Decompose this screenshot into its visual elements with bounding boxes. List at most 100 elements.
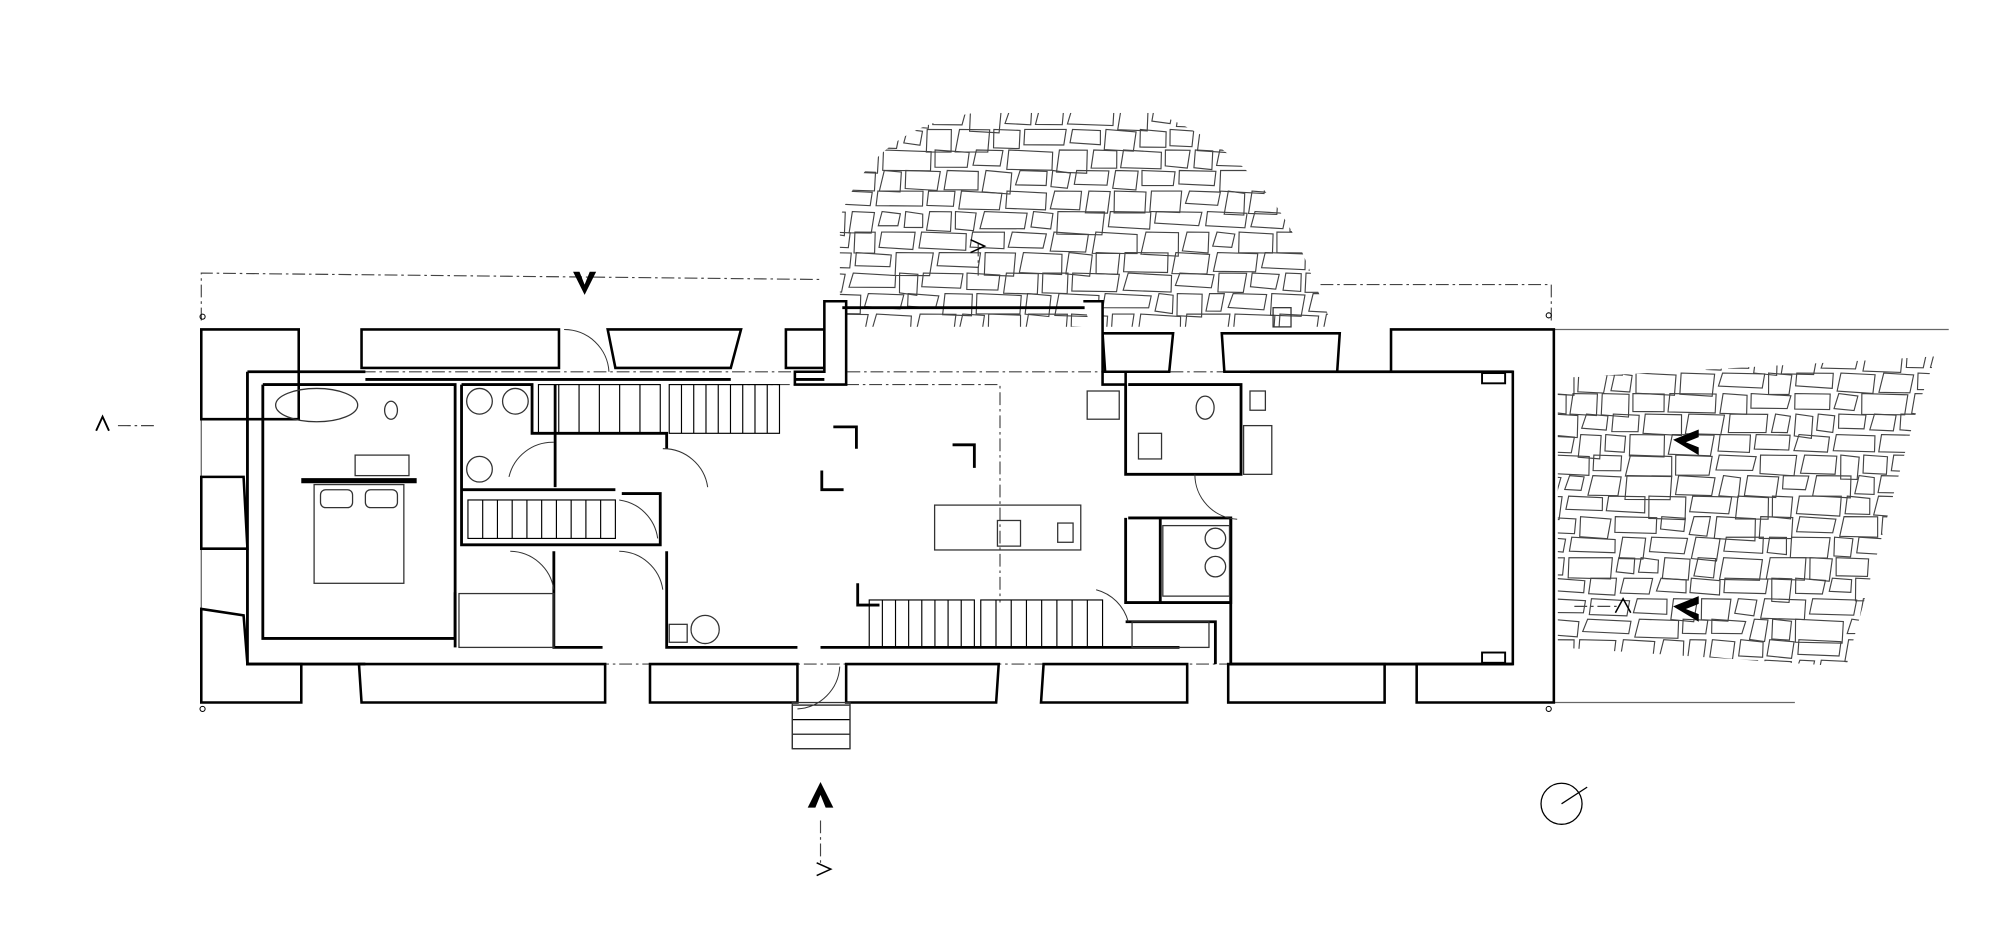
stone xyxy=(1587,475,1622,497)
stone xyxy=(839,169,877,192)
stone xyxy=(882,149,932,172)
stone xyxy=(1686,639,1707,663)
stone xyxy=(1917,618,1936,643)
stone xyxy=(1233,313,1276,327)
stone xyxy=(1927,577,1936,602)
stone xyxy=(1632,392,1665,413)
section-arrow-icon xyxy=(1614,597,1632,614)
stone xyxy=(1771,618,1793,641)
stone xyxy=(1727,413,1769,434)
stone xyxy=(1766,536,1788,556)
stone xyxy=(1723,536,1764,554)
stone xyxy=(1726,659,1759,667)
stone xyxy=(1242,112,1286,133)
cooktop xyxy=(996,519,1022,547)
stone xyxy=(1577,639,1617,665)
stone xyxy=(1854,474,1875,496)
stone xyxy=(1281,190,1326,208)
stone xyxy=(1154,210,1203,227)
stone xyxy=(1860,659,1901,667)
stone xyxy=(1717,434,1752,454)
stone xyxy=(1661,557,1691,581)
stone xyxy=(1276,231,1321,254)
stone xyxy=(1567,557,1613,580)
stone xyxy=(1718,557,1764,581)
stone xyxy=(1690,536,1721,562)
stone xyxy=(925,128,952,153)
double-sink xyxy=(354,454,410,477)
stone xyxy=(1910,392,1933,417)
stone xyxy=(1304,272,1334,294)
stone xyxy=(1681,618,1709,635)
stone xyxy=(1624,454,1673,478)
stair xyxy=(791,704,851,750)
stone xyxy=(1326,128,1334,155)
stone xyxy=(936,251,982,268)
stone xyxy=(1871,618,1916,636)
stone xyxy=(1793,433,1831,453)
stone xyxy=(1176,292,1203,318)
stone xyxy=(1670,598,1699,623)
kitchen-island xyxy=(933,504,1082,551)
stone xyxy=(1249,272,1280,290)
stone xyxy=(1073,169,1110,186)
stone xyxy=(914,313,957,327)
stone xyxy=(839,251,852,269)
stone xyxy=(1903,659,1932,667)
stone xyxy=(1183,313,1231,327)
stone xyxy=(1615,557,1636,575)
stone xyxy=(839,112,857,125)
stone xyxy=(1899,413,1926,433)
stone-paving-east xyxy=(1557,356,1936,667)
stone xyxy=(987,313,1022,327)
stone xyxy=(1563,475,1585,491)
stone xyxy=(1164,149,1191,169)
stone xyxy=(908,112,930,129)
stone xyxy=(1141,169,1176,187)
stone xyxy=(1034,112,1065,126)
stone xyxy=(1193,149,1214,171)
stone xyxy=(1738,639,1764,658)
stone xyxy=(1878,372,1915,394)
stone xyxy=(1835,557,1870,578)
stone xyxy=(1794,577,1827,595)
stone xyxy=(1288,112,1328,130)
stone xyxy=(1717,372,1766,389)
stone xyxy=(1642,413,1683,437)
stair xyxy=(668,384,781,434)
staircases xyxy=(467,384,1104,750)
stone xyxy=(1688,495,1733,515)
stone xyxy=(1684,413,1726,436)
stone xyxy=(1023,313,1069,327)
stone xyxy=(1929,356,1936,370)
stone xyxy=(1657,639,1685,661)
stone xyxy=(853,231,876,254)
stone xyxy=(1308,292,1334,315)
stone xyxy=(1151,112,1174,125)
stone xyxy=(1122,251,1169,274)
stone xyxy=(1922,475,1936,499)
section-arrow-icon xyxy=(1673,429,1699,456)
stone xyxy=(1832,433,1876,453)
stone xyxy=(1748,618,1769,643)
stone xyxy=(1117,112,1149,132)
stone xyxy=(992,128,1021,150)
stone xyxy=(1918,557,1936,573)
stone xyxy=(1833,536,1854,558)
stone xyxy=(1839,516,1879,538)
stone xyxy=(1893,557,1916,575)
stone xyxy=(1934,659,1936,667)
stone xyxy=(1618,639,1656,663)
stone xyxy=(1610,372,1633,393)
stone xyxy=(1041,272,1069,295)
stone xyxy=(1581,618,1632,635)
stone xyxy=(1770,413,1792,434)
section-arrow-icon xyxy=(1673,596,1699,622)
stone xyxy=(1760,659,1792,667)
stone xyxy=(903,128,924,146)
stone xyxy=(1071,272,1120,293)
stone xyxy=(1665,356,1704,368)
stone xyxy=(1139,128,1167,148)
stone xyxy=(1635,372,1677,396)
